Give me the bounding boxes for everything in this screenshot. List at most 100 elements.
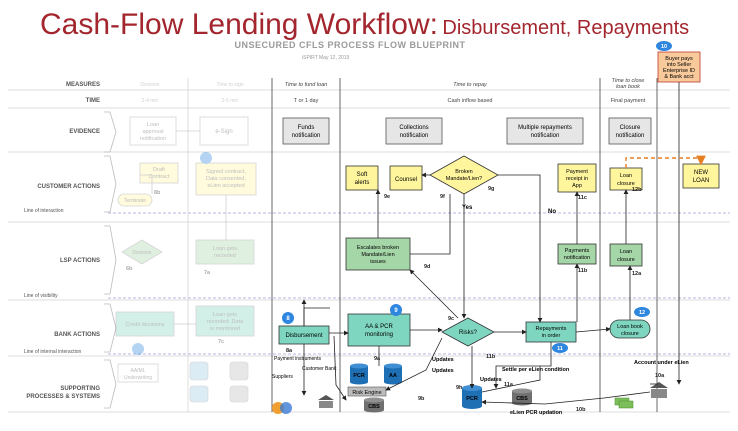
risks-label: Risks? <box>459 330 478 336</box>
cbs-database-a: CBS <box>364 397 384 413</box>
bank-actions-row: Disbursement AA & PCR monitoring Risks? … <box>278 313 651 347</box>
suppliers-label: Suppliers <box>272 374 293 380</box>
aa-pcr-box <box>347 313 411 347</box>
updates-label-2: Updates <box>432 368 454 374</box>
line-of-interaction-label: Line of interaction <box>24 208 64 214</box>
new-loan-2: LOAN <box>693 178 709 184</box>
row-labels: MEASURES TIME EVIDENCE CUSTOMER ACTIONS … <box>26 82 100 400</box>
measure-fund: Time to fund loan <box>285 82 327 88</box>
faded-loan-approval-1: Loan <box>147 122 159 128</box>
loan-closure-lsp-2: closure <box>617 257 635 263</box>
time-close: Final payment <box>611 98 646 104</box>
note-12b: 12b <box>632 187 642 193</box>
faded-amm-2: Underwriting <box>124 375 152 381</box>
faded-amm-1: AA/ML <box>130 368 145 374</box>
faded-time-b: 2-5 min <box>222 98 239 104</box>
note-9c: 9c <box>448 316 454 322</box>
yes-label: Yes <box>462 205 473 211</box>
row-label-supporting-1: SUPPORTING <box>60 386 100 392</box>
handshake-icon <box>272 402 292 414</box>
disbursement-label: Disbursement <box>285 333 322 339</box>
loan-book-closure-1: Loan book <box>617 324 643 330</box>
evidence-funds-1: Funds <box>298 125 315 131</box>
pcr-main-label: PCR <box>466 396 478 402</box>
cash-icon <box>614 397 634 409</box>
badge-8: 8 <box>282 312 294 324</box>
repayments-box <box>525 321 577 343</box>
counsel-box <box>389 165 423 191</box>
buyer-pays: Buyer pays into Seller Enterprise ID & B… <box>657 51 701 83</box>
buyer-pays-3: Enterprise ID <box>663 68 695 74</box>
evidence-multiple-2: notification <box>531 133 560 139</box>
note-8a: 8a <box>286 348 293 354</box>
evidence-funds-box <box>282 117 330 145</box>
faded-draft-1: Draft <box>153 167 165 173</box>
risk-engine-box <box>347 386 387 397</box>
aa-database: AA <box>384 363 402 385</box>
note-10a: 10a <box>655 373 665 379</box>
escalates-1: Escalates broken <box>357 245 399 251</box>
faded-signed-2: Data consented, <box>206 176 247 182</box>
new-loan-box <box>682 163 720 189</box>
lsp-actions-row: Escalates broken Mandate/Lien issues Pay… <box>345 237 643 271</box>
faded-signed-1: Signed contract, <box>206 169 246 175</box>
payments-notification-1: Payments <box>565 248 590 254</box>
note-9a: 9a <box>374 356 381 362</box>
pcr-database-main: PCR <box>462 385 482 409</box>
faded-terminate: Terminate <box>124 198 146 204</box>
bank-building-icon <box>318 395 334 408</box>
evidence-multiple-1: Multiple repayments <box>518 125 572 131</box>
step-notes: 8a 9a 9b 9c 9d 9e 9f 9g 9h 10a 10b 11a 1… <box>126 186 665 413</box>
aa-pcr-2: monitoring <box>365 332 393 338</box>
buyer-pays-4: & Bank acct <box>664 74 694 80</box>
buyer-pays-1: Buyer pays <box>665 56 693 62</box>
settle-label: Settle per eLien condition <box>502 367 570 373</box>
time-repay: Cash inflow based <box>448 98 493 104</box>
customer-bank-label: Customer Bank <box>302 366 337 372</box>
faded-loan-gets2-2: recorded. Data <box>207 319 244 325</box>
note-9h: 9h <box>456 385 463 391</box>
title-sub: Disbursement, Repayments <box>442 17 690 39</box>
evidence-collections-2: notification <box>400 133 429 139</box>
note-11c: 11c <box>578 195 587 201</box>
new-loan-1: NEW <box>694 170 708 176</box>
measure-repay: Time to repay <box>453 82 488 88</box>
evidence-collections-1: Collections <box>399 125 428 131</box>
note-10b: 10b <box>576 407 586 413</box>
line-of-visibility-label: Line of visibility <box>24 293 58 299</box>
note-11b-2: 11b <box>578 268 588 274</box>
buyer-pays-2: into Seller <box>667 62 692 68</box>
badge-9: 9 <box>390 304 402 316</box>
bank-building-icon-2 <box>650 382 668 398</box>
note-6b: 6b <box>126 266 133 272</box>
escalates-2: Mandate/Lien <box>361 252 394 258</box>
pcr-small-label: PCR <box>353 373 365 379</box>
faded-esign: e-Sign <box>215 129 232 135</box>
note-9e: 9e <box>384 194 390 200</box>
badge-12: 12 <box>634 307 650 317</box>
repayments-1: Repayments <box>536 326 567 332</box>
evidence-row: Funds notification Collections notificat… <box>282 117 652 145</box>
note-7c: 7c <box>218 339 224 345</box>
buyer-pays-box <box>657 51 701 83</box>
aa-label: AA <box>389 373 397 379</box>
row-label-evidence: EVIDENCE <box>69 129 100 135</box>
svg-text:10: 10 <box>661 44 667 50</box>
boundary-labels: Line of interaction Line of visibility L… <box>24 208 81 355</box>
note-8b: 8b <box>154 190 161 196</box>
faded-loan-approval-2: approval <box>142 129 163 135</box>
measure-close-2: loan book <box>616 84 640 90</box>
risk-engine-label: Risk Engine <box>352 390 381 396</box>
evidence-collections-box <box>385 117 443 145</box>
broken-mandate-1: Broken <box>455 169 472 175</box>
svg-text:11: 11 <box>557 346 563 352</box>
section-dividers <box>271 78 658 412</box>
faded-loan-gets2-1: Loan gets <box>213 312 237 318</box>
soft-alerts-2: alerts <box>355 180 370 186</box>
elien-update-label: eLien PCR updation <box>510 410 563 416</box>
svg-text:8: 8 <box>286 316 290 322</box>
note-9g: 9g <box>488 186 494 192</box>
evidence-funds-2: notification <box>292 133 321 139</box>
note-9d: 9d <box>424 264 430 270</box>
